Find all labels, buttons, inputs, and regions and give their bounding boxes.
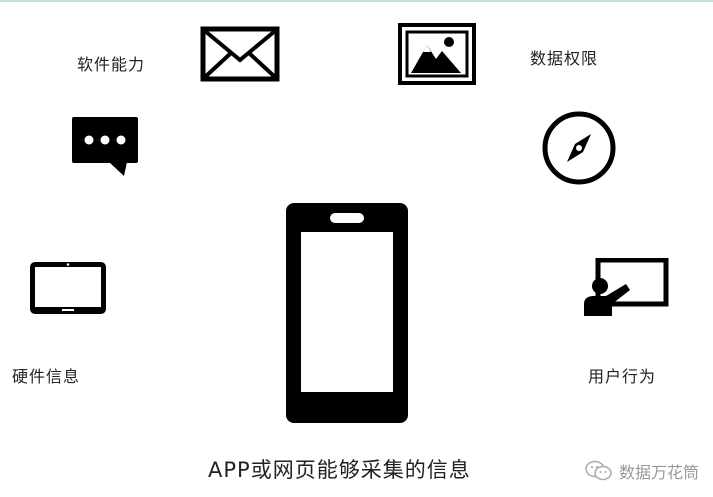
presentation-icon (582, 258, 670, 318)
label-hardware-info: 硬件信息 (12, 367, 81, 386)
label-user-behavior: 用户行为 (588, 367, 657, 386)
chat-bubble-icon (71, 116, 139, 178)
wechat-icon (585, 460, 613, 482)
watermark: 数据万花筒 (585, 459, 699, 483)
diagram-caption: APP或网页能够采集的信息 (208, 458, 471, 482)
label-data-permission: 数据权限 (530, 49, 599, 68)
watermark-text: 数据万花筒 (618, 463, 699, 482)
image-icon (398, 23, 476, 85)
compass-icon (541, 110, 617, 186)
smartphone-icon (285, 202, 409, 424)
tablet-icon (28, 260, 108, 316)
envelope-icon (200, 26, 280, 82)
label-software-capability: 软件能力 (77, 55, 146, 74)
